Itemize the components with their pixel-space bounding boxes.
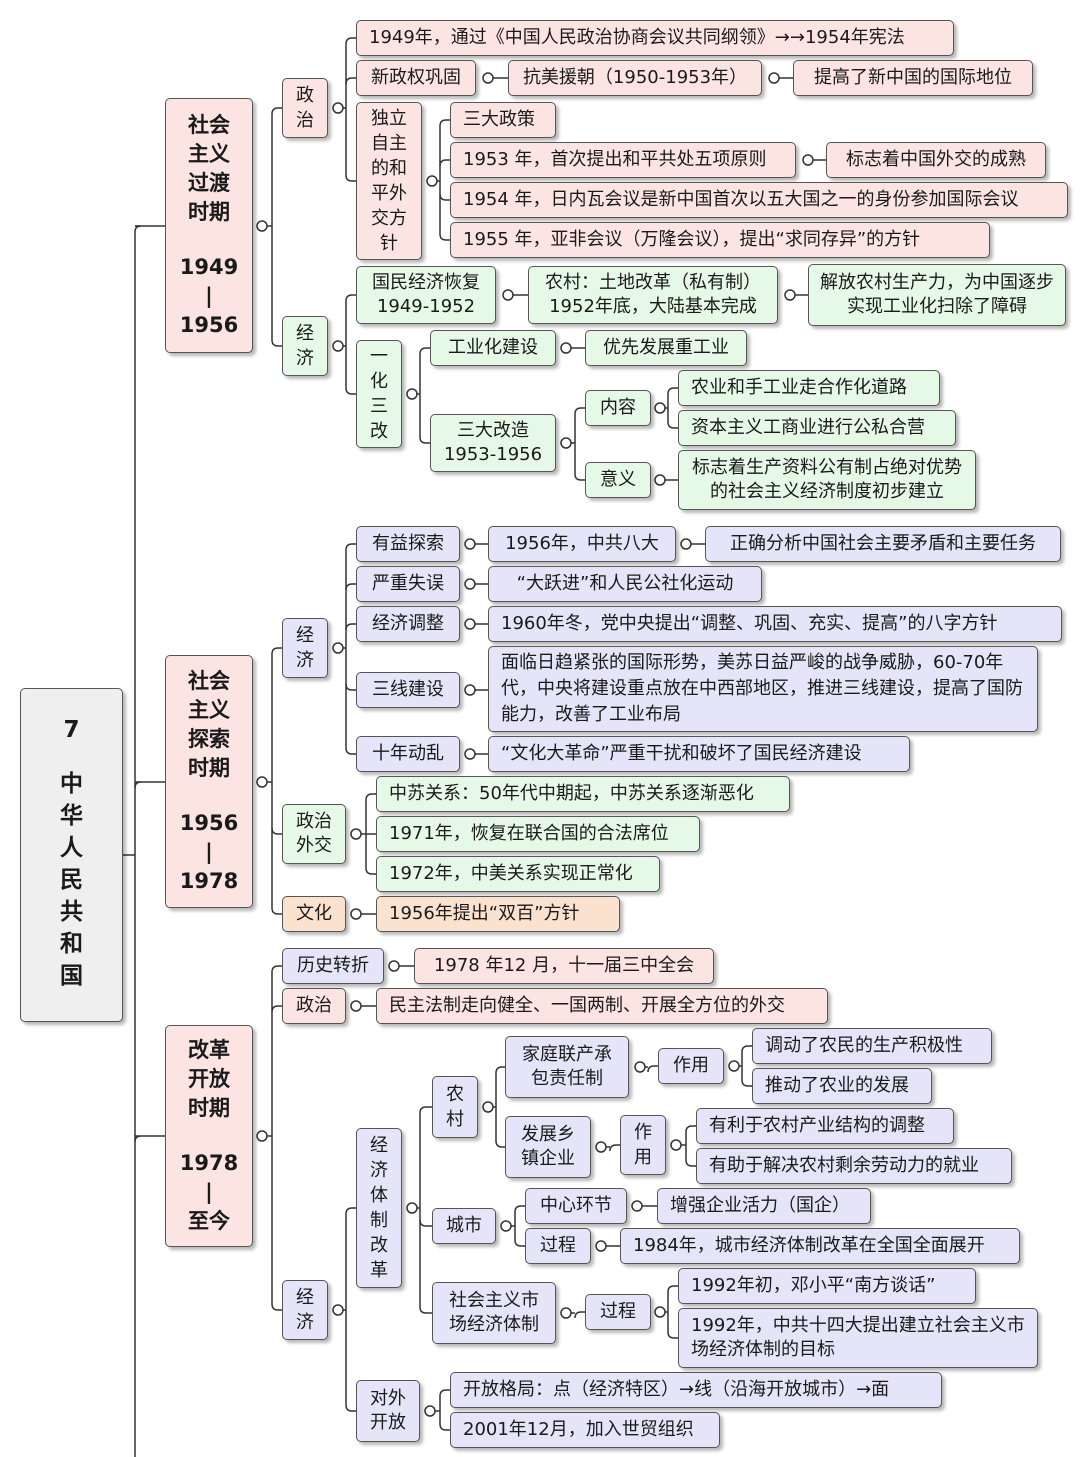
p1-diplomacy-node: 独立自主的和平外交方针 [356,102,422,260]
p1-bandung-node: 1955 年，亚非会议（万隆会议），提出“求同存异”的方针 [450,222,990,258]
p2-great-leap-node: “大跃进”和人民公社化运动 [488,566,762,602]
p1-geneva-node: 1954 年，日内瓦会议是新中国首次以五大国之一的身份参加国际会议 [450,182,1068,218]
p3-structure-node: 有利于农村产业结构的调整 [696,1108,954,1144]
p3-effect1-node: 作用 [658,1048,724,1084]
p1-korea-result-node: 提高了新中国的国际地位 [793,60,1033,96]
p1-recovery-node: 国民经济恢复 1949-1952 [356,266,496,324]
p3-south-tour-node: 1992年初，邓小平“南方谈话” [678,1268,976,1304]
p1-korea-node: 抗美援朝（1950-1953年） [508,60,762,96]
period-transition-sep: | [205,284,213,308]
period-exploration-start: 1956 [179,811,239,835]
p2-adjust-text-node: 1960年冬，党中央提出“调整、巩固、充实、提高”的八字方针 [488,606,1062,642]
p3-agri-dev-node: 推动了农业的发展 [752,1068,932,1104]
p2-sino-soviet-node: 中苏关系：50年代中期起，中苏关系逐渐恶化 [376,776,790,812]
p3-fourteenth-node: 1992年，中共十四大提出建立社会主义市场经济体制的目标 [678,1308,1038,1368]
p2-double-hundred-node: 1956年提出“双百”方针 [376,896,620,932]
p3-effect2-node: 作用 [620,1115,666,1175]
p2-explore-node: 有益探索 [356,526,460,562]
period-transition-end: 1956 [179,313,239,337]
p1-agri-coop-node: 农业和手工业走合作化道路 [678,370,940,406]
p2-turmoil-node: 十年动乱 [356,736,460,772]
p3-soe-node: 增强企业活力（国企） [657,1188,871,1224]
p1-five-principles-result-node: 标志着中国外交的成熟 [826,142,1046,178]
p1-heavy-industry-node: 优先发展重工业 [585,330,747,366]
p3-pattern-node: 开放格局：点（经济特区）→线（沿海开放城市）→面 [450,1372,942,1408]
p3-city-node: 城市 [432,1208,496,1244]
period-reform-sep: | [205,1180,213,1204]
p3-politics-text-node: 民主法制走向健全、一国两制、开展全方位的外交 [376,988,828,1024]
p2-culture-node: 文化 [282,896,346,932]
p1-industrialization-node: 工业化建设 [430,330,556,366]
p3-core-node: 中心环节 [525,1188,627,1224]
p1-content-node: 内容 [585,390,651,426]
p1-consolidate-node: 新政权巩固 [356,60,476,96]
p3-economy-node: 经济 [282,1280,328,1340]
p1-five-principles-node: 1953 年，首次提出和平共处五项原则 [450,142,796,178]
p1-three-policies-node: 三大政策 [450,102,556,138]
period-transition: 社会主义过渡时期 1949 | 1956 [165,98,253,353]
p2-economy-node: 经济 [282,618,328,678]
p3-rural-node: 农村 [432,1076,478,1138]
p3-farmer-node: 调动了农民的生产积极性 [752,1028,992,1064]
period-exploration-end: 1978 [179,869,239,893]
period-reform-start: 1978 [179,1151,239,1175]
p1-land-reform-node: 农村：土地改革（私有制） 1952年底，大陆基本完成 [528,266,778,324]
p1-one-three-node: 一化三改 [356,340,402,448]
period-transition-name: 社会主义过渡时期 [188,113,230,224]
root-number: 7 [63,717,80,743]
period-exploration-name: 社会主义探索时期 [188,669,230,780]
period-reform-end: 至今 [188,1209,230,1233]
p2-politics-node: 政治外交 [282,804,346,864]
period-transition-start: 1949 [179,255,239,279]
p3-opening-node: 对外开放 [356,1380,420,1442]
p3-city-1984-node: 1984年，城市经济体制改革在全国全面展开 [620,1228,1020,1264]
p1-meaning-text-node: 标志着生产资料公有制占绝对优势的社会主义经济制度初步建立 [678,450,976,510]
p1-land-reform-result-node: 解放农村生产力，为中国逐步实现工业化扫除了障碍 [808,264,1066,326]
p2-un-seat-node: 1971年，恢复在联合国的合法席位 [376,816,700,852]
p3-process2-node: 过程 [585,1294,651,1330]
p2-eighth-congress-node: 1956年，中共八大 [488,526,676,562]
p3-household-node: 家庭联产承包责任制 [505,1036,629,1098]
p1-politics-node: 政治 [282,78,328,138]
p3-third-plenum-node: 1978 年12 月，十一届三中全会 [414,948,714,984]
p2-third-front-text-node: 面临日趋紧张的国际形势，美苏日益严峻的战争威胁，60-70年代，中央将建设重点放… [488,646,1038,732]
p2-sino-us-node: 1972年，中美关系实现正常化 [376,856,660,892]
period-exploration-sep: | [205,840,213,864]
p2-eighth-result-node: 正确分析中国社会主要矛盾和主要任务 [705,526,1061,562]
p3-labor-node: 有助于解决农村剩余劳动力的就业 [696,1148,1012,1184]
p2-adjust-node: 经济调整 [356,606,460,642]
p2-third-front-node: 三线建设 [356,672,460,708]
p1-meaning-node: 意义 [585,462,651,498]
period-exploration: 社会主义探索时期 1956 | 1978 [165,655,253,908]
p3-process1-node: 过程 [525,1228,591,1264]
period-reform: 改革开放时期 1978 | 至今 [165,1025,253,1247]
p3-wto-node: 2001年12月，加入世贸组织 [450,1412,720,1448]
period-reform-name: 改革开放时期 [188,1038,230,1120]
p2-turmoil-text-node: “文化大革命”严重干扰和破坏了国民经济建设 [488,736,910,772]
p3-turning-node: 历史转折 [282,948,384,984]
p3-politics-node: 政治 [282,988,346,1024]
root-title: 中华人民共和国 [60,771,83,989]
p1-constitution-node: 1949年，通过《中国人民政治协商会议共同纲领》→→1954年宪法 [356,20,954,56]
p2-mistake-node: 严重失误 [356,566,460,602]
p3-market-node: 社会主义市场经济体制 [432,1282,556,1344]
p1-economy-node: 经济 [282,316,328,376]
p3-township-node: 发展乡镇企业 [505,1116,591,1178]
p1-transformation-node: 三大改造 1953-1956 [430,414,556,472]
p1-capitalist-node: 资本主义工商业进行公私合营 [678,410,956,446]
p3-reform-node: 经济体制改革 [356,1128,402,1288]
root-node: 7 中华人民共和国 [20,688,123,1022]
